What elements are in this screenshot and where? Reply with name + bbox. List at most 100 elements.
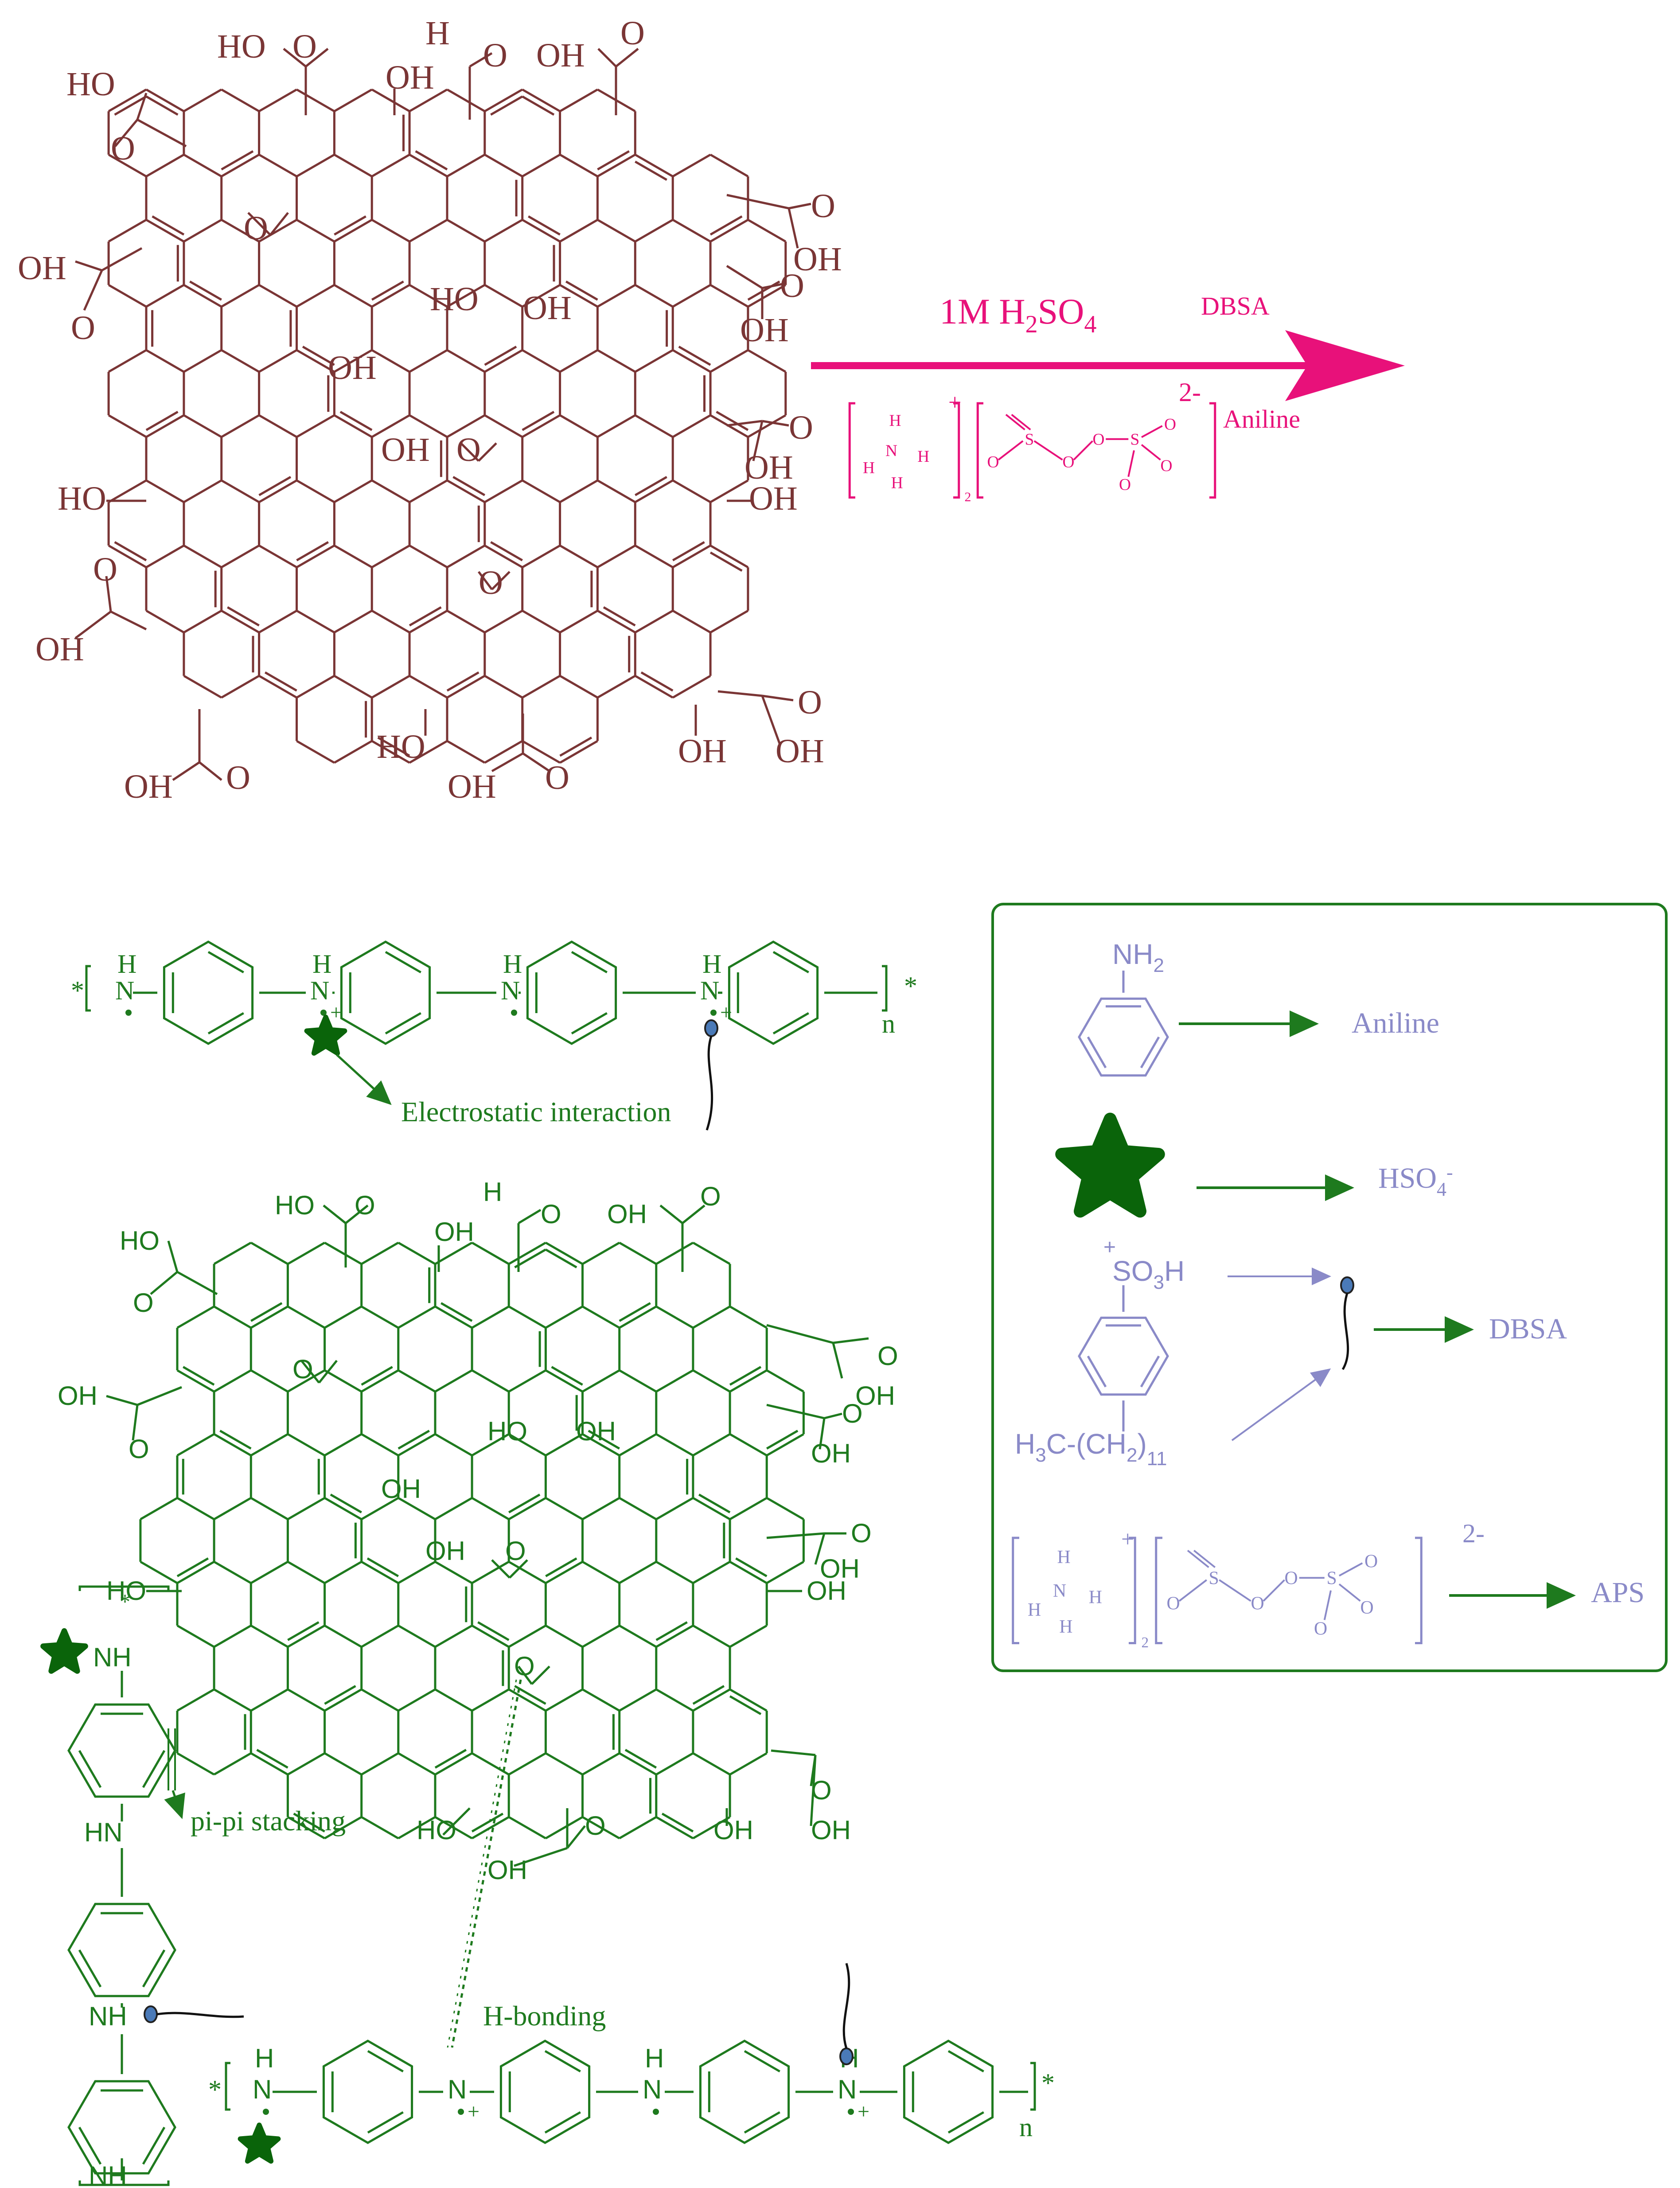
- legend-nh2: NH2: [1112, 938, 1164, 976]
- atom-n: N: [838, 2075, 857, 2104]
- go-label: O: [292, 1354, 313, 1384]
- benzene-ring: [526, 940, 617, 1045]
- bracket-right: [1030, 2062, 1036, 2111]
- go-label: OH: [448, 768, 496, 805]
- bracket-subscript: 2: [965, 490, 971, 504]
- ring-double-bonds: [172, 951, 244, 1035]
- lone-pair: [125, 1010, 132, 1016]
- atom-h: H: [1089, 1587, 1102, 1607]
- go-label: OH: [811, 1439, 851, 1468]
- ring-double-bonds: [1087, 1005, 1160, 1069]
- aps-charge: 2-: [1179, 378, 1201, 407]
- h-bond-dashed-line: [451, 1679, 522, 2048]
- atom-h: H: [503, 949, 522, 979]
- atom-s: S: [1209, 1568, 1219, 1589]
- bracket-left: [976, 402, 983, 499]
- benzene-ring: [322, 2040, 413, 2144]
- lone-pair: [263, 2109, 269, 2115]
- double-bonds: [114, 95, 780, 757]
- go-label: OH: [713, 1815, 753, 1845]
- h-bonding-label: H-bonding: [483, 2000, 606, 2032]
- go-label: OH: [576, 1416, 616, 1446]
- go-label: O: [700, 1182, 721, 1211]
- go-label: O: [111, 130, 135, 167]
- bracket-top: [78, 1585, 170, 1591]
- graphene-oxide-functional-groups-top: HO O OH H O OH O HO O O OH OH O O OH O H…: [18, 15, 842, 805]
- go-label: HO: [430, 281, 479, 318]
- go-label: OH: [124, 768, 173, 805]
- go-label: HO: [217, 28, 266, 65]
- condition-aniline: Aniline: [1223, 405, 1300, 433]
- go-label: O: [456, 431, 481, 468]
- bracket-left: [225, 2062, 230, 2111]
- legend-aps-charge: 2-: [1462, 1519, 1485, 1548]
- go-label: O: [93, 551, 117, 588]
- end-star: *: [1041, 2068, 1055, 2098]
- go-label: O: [133, 1288, 154, 1318]
- benzene-ring: [67, 1903, 176, 1997]
- bracket-right: [1129, 1537, 1136, 1644]
- atom-h: H: [702, 949, 721, 979]
- bracket-left: [848, 402, 855, 499]
- atom-n: N: [448, 2075, 467, 2104]
- go-label: OH: [18, 250, 66, 287]
- aps-bonds: [998, 413, 1163, 477]
- h-bond-dashed-line: [447, 1679, 517, 2048]
- atom-s: S: [1327, 1568, 1337, 1589]
- bracket-left: [1012, 1537, 1019, 1644]
- atom-h: H: [255, 2044, 274, 2073]
- legend-box: [991, 903, 1668, 1672]
- atom-h: H: [117, 949, 136, 979]
- dbsa-head-icon: [704, 1019, 718, 1037]
- atom-o: O: [1364, 1552, 1378, 1572]
- go-label: OH: [386, 59, 434, 96]
- reaction-arrow: [811, 330, 1405, 401]
- bracket-bottom: [78, 2180, 170, 2186]
- go-label: O: [851, 1518, 872, 1548]
- lone-pair: [653, 2109, 659, 2115]
- hso4-star-icon: [1055, 1112, 1165, 1218]
- go-label: OH: [434, 1217, 474, 1247]
- go-label: O: [479, 564, 503, 601]
- legend-arrow: [1231, 1368, 1331, 1441]
- ring-double-bonds: [78, 1712, 166, 1788]
- go-label: O: [585, 1811, 606, 1841]
- go-label: OH: [855, 1381, 895, 1411]
- go-label: OH: [776, 733, 824, 770]
- benzene-ring: [499, 2040, 591, 2144]
- condition-dbsa: DBSA: [1201, 292, 1270, 320]
- aps-bonds: [1178, 1549, 1363, 1620]
- go-label: OH: [607, 1199, 647, 1229]
- atom-n: N: [885, 442, 897, 460]
- go-label: OH: [811, 1815, 851, 1845]
- hso4-star-icon: [238, 2122, 281, 2164]
- condition-acid: 1M H2SO4: [939, 291, 1096, 338]
- atom-o: O: [1285, 1568, 1298, 1589]
- pi-pi-arrow: [164, 1790, 185, 1819]
- go-label: OH: [820, 1554, 860, 1583]
- graphene-oxide-functional-groups-composite: HO O OH H O OH O HO O O OH OH O O OH O H…: [58, 1177, 898, 1885]
- plus-charge: +: [330, 1001, 342, 1024]
- bracket-right: [953, 402, 960, 499]
- double-bonds: [176, 1248, 799, 1833]
- hso4-star-icon: [304, 1014, 347, 1056]
- go-label: OH: [793, 241, 842, 278]
- atom-o: O: [1119, 476, 1131, 494]
- dbsa-head-icon: [1340, 1276, 1354, 1294]
- go-label: OH: [425, 1536, 465, 1566]
- reaction-conditions: 1M H2SO4 DBSA Aniline 2-: [939, 291, 1300, 433]
- atom-h: H: [1059, 1617, 1072, 1637]
- legend-so3h: SO3H: [1112, 1255, 1185, 1293]
- atom-s: S: [1025, 431, 1034, 449]
- go-label: OH: [749, 480, 798, 517]
- go-label: O: [226, 759, 250, 796]
- atom-hn: HN: [84, 1817, 123, 1847]
- atom-o: O: [1167, 1594, 1180, 1614]
- go-label: O: [292, 28, 317, 65]
- plus-charge: +: [720, 1001, 732, 1024]
- go-label: OH: [678, 733, 727, 770]
- go-label: OH: [536, 37, 585, 74]
- legend-dbsa-label: DBSA: [1489, 1313, 1567, 1345]
